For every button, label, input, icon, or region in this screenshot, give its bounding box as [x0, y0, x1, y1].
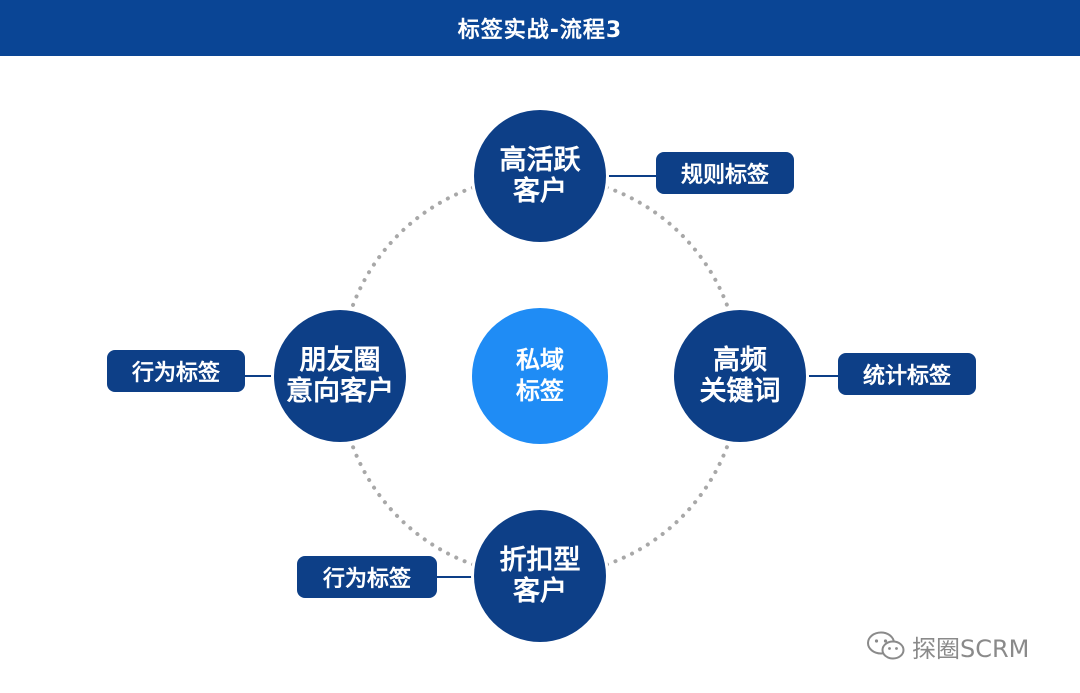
tag-behavior-tags-left: 行为标签 — [107, 350, 245, 392]
watermark: 探圈SCRM — [866, 626, 1029, 666]
node-top-line-2: 客户 — [513, 176, 567, 207]
wechat-icon — [866, 630, 906, 662]
center-node-line-1: 私域 — [516, 346, 564, 374]
node-high-frequency-keywords: 高频 关键词 — [674, 310, 806, 442]
header-bar: 标签实战-流程3 — [0, 0, 1080, 56]
node-left-line-1: 朋友圈 — [299, 345, 381, 376]
page-title: 标签实战-流程3 — [457, 18, 623, 43]
node-top-line-1: 高活跃 — [499, 145, 581, 176]
node-moments-intent-customers: 朋友圈 意向客户 — [274, 310, 406, 442]
node-bottom-line-1: 折扣型 — [499, 545, 581, 576]
center-node-private-domain-tags: 私域 标签 — [472, 308, 608, 444]
watermark-text: 探圈SCRM — [912, 634, 1030, 663]
node-high-activity-customers: 高活跃 客户 — [474, 110, 606, 242]
tag-statistic-tags: 统计标签 — [838, 353, 976, 395]
node-discount-customers: 折扣型 客户 — [474, 510, 606, 642]
node-right-line-2: 关键词 — [699, 376, 781, 407]
tag-rule-tags: 规则标签 — [656, 152, 794, 194]
center-node-line-2: 标签 — [516, 377, 564, 405]
node-bottom-line-2: 客户 — [513, 576, 567, 607]
node-right-line-1: 高频 — [713, 345, 767, 376]
node-left-line-2: 意向客户 — [286, 376, 394, 407]
tag-behavior-tags-bottom: 行为标签 — [297, 556, 437, 598]
